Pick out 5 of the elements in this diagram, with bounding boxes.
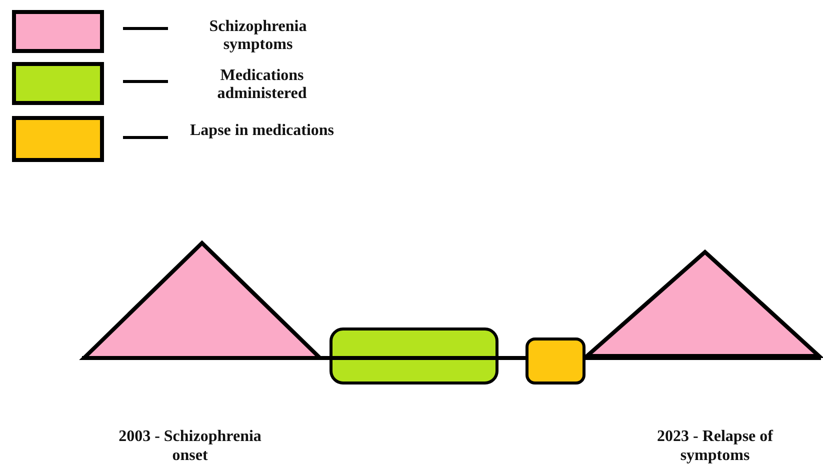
timeline-label: 2023 - Relapse of symptoms [656,427,774,465]
legend-text: Lapse in medications [190,122,336,140]
legend-text: Schizophrenia symptoms [208,18,308,54]
timeline-label: 2003 - Schizophrenia onset [118,427,262,465]
legend-text: Medications administered [216,67,308,103]
